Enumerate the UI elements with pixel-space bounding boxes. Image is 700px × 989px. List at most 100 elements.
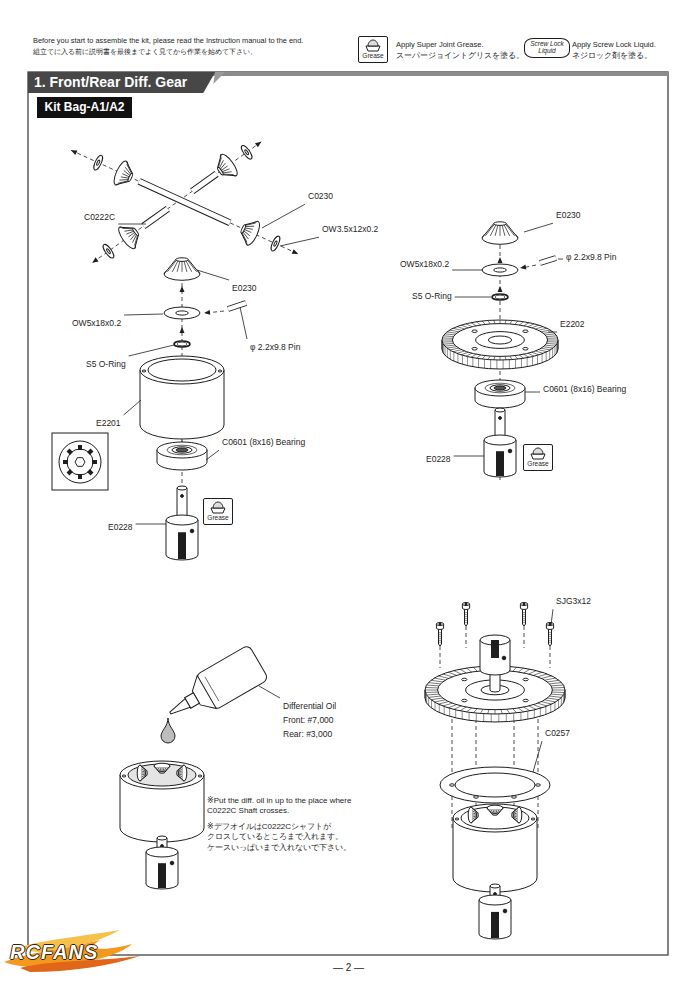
bevel-gear [482,222,518,245]
washer-hole [176,311,189,315]
cap-screw [436,623,443,647]
screw-recess [465,603,468,604]
leader-line [124,314,163,315]
shaft-body [192,174,216,191]
bearing-bore [176,448,188,452]
washer-outer [440,767,550,803]
leader-line [129,345,174,356]
screw-shank [523,608,526,626]
outdrive-slot [491,640,499,658]
ring-gear-top [442,320,558,360]
note-text: Before you start to assemble the kit, pl… [33,37,303,46]
case-hole [198,775,202,777]
screw-thread [523,612,526,623]
gear-cone-edge [513,807,519,823]
gear-teeth [239,219,256,242]
bevel-gear [468,807,478,823]
cylinder-body [484,440,516,477]
pin-hole [508,449,512,453]
part-label: E2202 [560,319,585,329]
guide-line [92,142,261,263]
ring-gear-teeth [442,320,558,360]
part-label: φ 2.2x9.8 Pin [250,342,300,352]
parts-drawing [52,140,565,939]
washer-hole [494,268,507,272]
o-ring-inner [495,295,505,299]
cylinder-top [146,847,178,857]
bevel-gear [177,765,187,781]
cylinder-top [479,895,511,905]
screw-head [462,603,469,610]
guide-line [71,150,298,254]
leader-line [558,259,563,260]
guide-line [440,646,441,668]
note-text: Apply Super Joint Grease. [396,40,484,49]
leader-line [548,332,557,333]
case-hole [142,370,146,372]
cylinder-body [479,900,511,939]
diff-case-inside [148,359,216,381]
screw-hole [462,678,467,681]
part-label: E0228 [108,522,133,532]
leader-line [259,686,280,698]
washer-hole [106,248,111,254]
leader-line [197,270,229,280]
gear-teeth [489,809,502,814]
diff-case [140,356,224,439]
ball-bearing [475,380,525,408]
pin-hole [181,495,184,498]
gear-teeth [178,767,183,780]
arrow-head [180,327,185,333]
shaft-outline [192,174,216,191]
gear-cone [471,807,477,823]
gear-cone [154,766,170,772]
gear-face [477,812,479,818]
cylinder-body [146,852,178,889]
tub [366,46,380,51]
gear-face [217,167,224,176]
gear-cone [238,217,258,245]
parts [52,144,565,939]
page-frame [28,72,668,955]
shaft-body [143,209,167,226]
part-label: S5 O-Ring [86,359,126,369]
leader-line [124,400,141,415]
case-hole [455,818,459,820]
gear-face [240,224,246,233]
part-label: E0230 [556,210,581,220]
grease-tub [527,447,549,460]
ring-gear [442,320,558,369]
part-label: C0601 (8x16) Bearing [222,437,305,447]
screw-hole [472,330,477,333]
bevel-gear [237,217,263,247]
arrow-head [255,140,263,148]
cylinder-top [120,761,204,789]
diff-case-body [140,356,224,439]
bevel-gear [111,159,137,189]
bearing-race [485,383,515,393]
part-label: Differential Oil [283,701,336,711]
cylinder-top [157,836,167,840]
gasket-hole [512,796,517,798]
bevel-gear [154,763,170,773]
outdrive-cup [479,895,511,939]
cylinder-top [453,804,537,832]
washer-outer [164,307,200,319]
cap-screw [546,623,553,647]
gasket-hole [536,784,541,786]
ring-gear-hub [476,332,525,349]
shaft-body [228,303,246,309]
gear-face [127,173,133,182]
outdrive-slot [158,863,166,888]
section-title: 1. Front/Rear Diff. Gear [34,73,187,92]
gear-cone-edge [178,765,184,781]
leader-line [533,741,542,772]
washer [482,264,518,276]
washer-hole [96,160,100,166]
guide-line [550,646,551,668]
case-notch [87,469,93,475]
gear-cone-edge [238,217,258,245]
case-notch [67,449,73,455]
leader-line [551,609,553,625]
grease-tub [362,39,384,52]
